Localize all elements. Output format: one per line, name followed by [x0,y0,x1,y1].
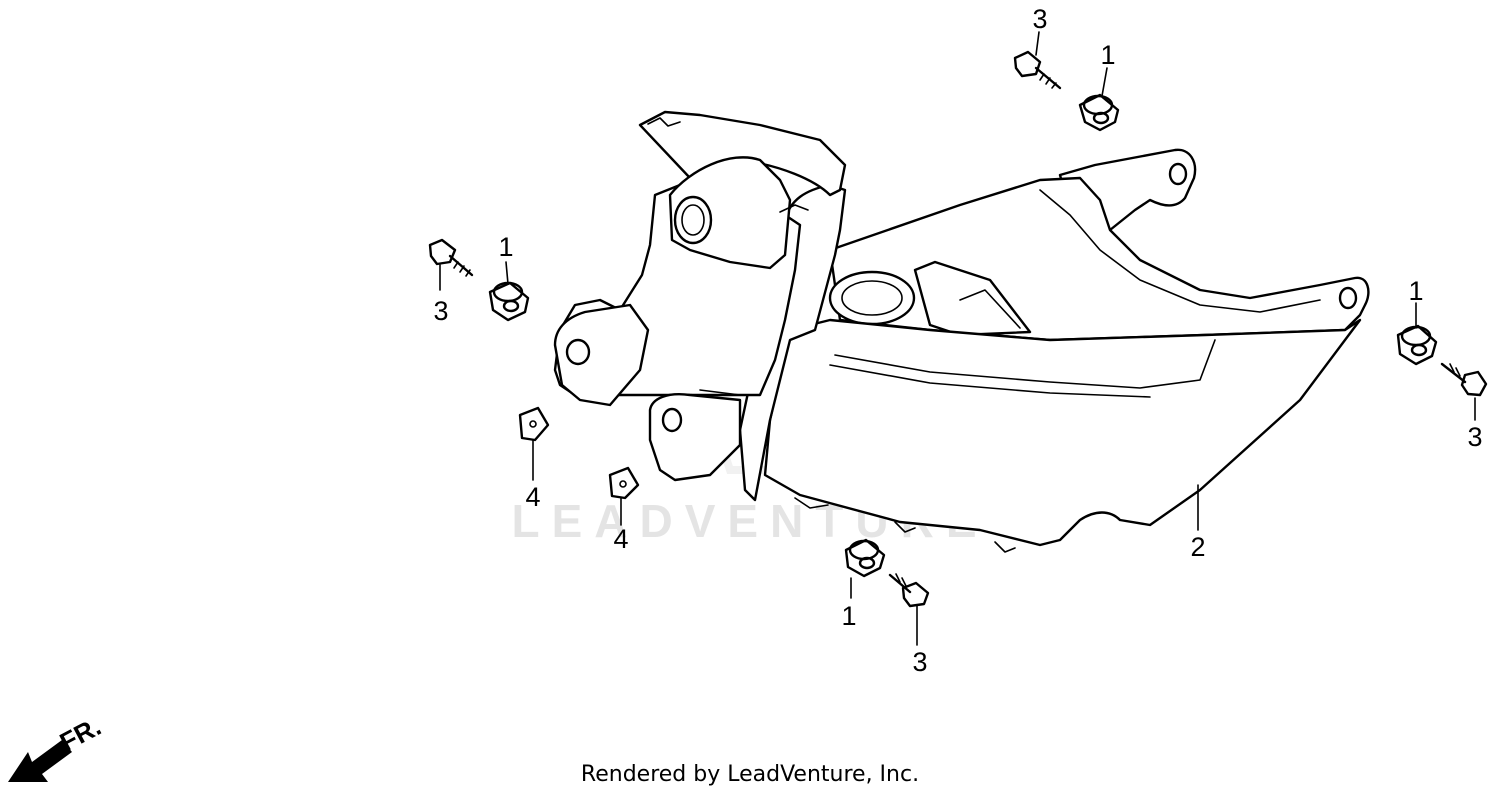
callout-cover: 2 [1190,532,1205,562]
grommet-top-right [1078,93,1120,132]
bolt-bottom [888,573,930,608]
grommet-left [488,281,530,322]
callout-grommet-right: 1 [1408,276,1423,306]
callout-grommet-top: 1 [1100,40,1115,70]
bolt-right [1440,362,1488,397]
bolt-left [428,238,474,277]
callout-bolt-top: 3 [1032,4,1047,34]
front-direction-arrow-icon [8,740,72,782]
footer-credit: Rendered by LeadVenture, Inc. [580,762,920,787]
grommet-right [1396,324,1438,366]
leader-lines [439,31,1476,646]
callout-bolt-right: 3 [1467,422,1482,452]
callout-bolt-left: 3 [433,296,448,326]
callout-grommet-bottom: 1 [841,601,856,631]
callout-bolt-bottom: 3 [912,647,927,677]
clip-left [518,406,550,442]
grommet-bottom [844,538,886,578]
lower-cover-part [553,110,1370,553]
clip-center [608,466,640,500]
bolt-top-right [1013,50,1062,90]
callout-clip-left: 4 [525,482,540,512]
callout-grommet-left: 1 [498,232,513,262]
callout-clip-center: 4 [613,524,628,554]
